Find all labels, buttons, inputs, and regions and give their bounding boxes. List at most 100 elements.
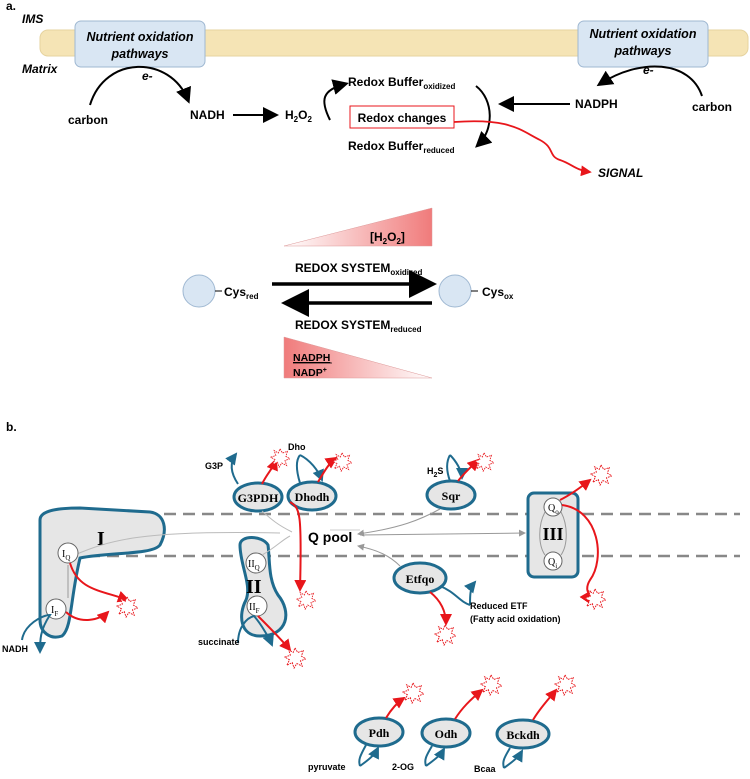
system-reduced-label: REDOX SYSTEMreduced <box>295 318 422 334</box>
left-electron-label: e- <box>142 69 153 83</box>
sqr-enzyme <box>425 479 477 511</box>
carbon-right: carbon <box>692 100 732 114</box>
buffer-loop-right <box>475 85 493 148</box>
buffer-reduced: Redox Bufferreduced <box>348 139 455 155</box>
nadph-gradient <box>283 336 433 379</box>
bckdh-label: Bckdh <box>506 728 540 742</box>
h2o2-gradient <box>283 207 433 247</box>
ros-burst-odh <box>480 674 502 696</box>
nadh-label: NADH <box>190 108 225 122</box>
panel-a-label: a. <box>6 0 16 13</box>
cys-ox-label: Cysox <box>482 285 514 301</box>
iq-ros-arrow <box>69 562 130 603</box>
h2s-flow-arrow <box>449 454 468 480</box>
pdh-label: Pdh <box>369 726 390 740</box>
q-pool-label: Q pool <box>308 529 352 545</box>
buffer-oxidized: Redox Bufferoxidized <box>348 75 455 91</box>
ros-burst-bckdh <box>554 674 576 696</box>
dho-flow-arrow <box>299 454 324 482</box>
ros-burst-dhodh-matrix <box>296 590 316 610</box>
pyruvate-flow <box>358 744 367 767</box>
ros-burst-iii-ims <box>590 464 612 486</box>
h2o2-gradient-label: [H2O2] <box>370 230 405 246</box>
two-og-flow <box>424 745 433 767</box>
succinate-label: succinate <box>198 637 240 647</box>
right-electron-label: e- <box>643 63 654 77</box>
bcaa-flow-arrow <box>503 749 523 769</box>
h2s-flow <box>446 454 451 482</box>
etfqo-q-path <box>357 543 401 567</box>
complex-III-label: III <box>542 524 563 544</box>
if-label: IF <box>51 605 58 618</box>
etfqo-ros-arrow <box>429 591 452 626</box>
right-pathway-line1: Nutrient oxidation <box>590 27 697 41</box>
nadh-flow-arrow <box>21 613 52 654</box>
qo-site <box>543 497 563 517</box>
complex-II-label: II <box>246 576 262 598</box>
g3p-flow-arrow <box>225 452 239 485</box>
etfqo-enzyme <box>392 561 448 595</box>
dho-flow <box>296 454 301 484</box>
qi-label: Qi <box>548 557 557 570</box>
bcaa-flow <box>502 747 511 769</box>
redox-changes-label: Redox changes <box>358 111 447 125</box>
iq-label: IQ <box>62 549 70 562</box>
pdh-enzyme <box>353 716 405 748</box>
ims-label: IMS <box>22 12 43 26</box>
g3pdh-enzyme <box>232 481 284 513</box>
h2s-label: H2S <box>427 466 443 479</box>
succinate-flow-arrow <box>237 614 274 647</box>
left-pathway-line1: Nutrient oxidation <box>87 30 194 44</box>
bcaa-label: Bcaa <box>474 764 497 774</box>
iif-site <box>246 595 268 617</box>
fatty-acid-label: (Fatty acid oxidation) <box>470 614 561 624</box>
qi-site <box>543 551 563 571</box>
iiq-label: IIQ <box>248 559 260 572</box>
two-og-flow-arrow <box>425 747 445 767</box>
reduced-etf-label: Reduced ETF <box>470 601 528 611</box>
h2o2-label: H2O2 <box>285 108 312 124</box>
complex-II-q-path <box>261 535 291 556</box>
etf-flow-arrow <box>463 580 477 606</box>
pyruvate-flow-arrow <box>359 746 379 767</box>
matrix-label: Matrix <box>22 62 59 76</box>
sqr-label: Sqr <box>442 489 461 503</box>
iif-ros-arrow <box>257 615 292 652</box>
qo-ros-matrix-arrow <box>561 504 599 604</box>
dho-label: Dho <box>288 442 306 452</box>
g3pdh-label: G3PDH <box>238 491 279 505</box>
etfqo-label: Etfqo <box>406 572 435 586</box>
system-oxidized-label: REDOX SYSTEMoxidized <box>295 261 422 277</box>
if-ros-arrow <box>65 610 110 624</box>
ros-burst-iq <box>116 596 138 618</box>
dhodh-enzyme <box>286 480 338 512</box>
pyruvate-label: pyruvate <box>308 762 346 772</box>
cys-red-circle <box>182 274 216 308</box>
qo-ros-ims-arrow <box>559 478 592 501</box>
g3pdh-q-path <box>261 510 293 533</box>
bckdh-enzyme <box>495 718 551 750</box>
redox-changes-box <box>349 105 455 129</box>
complex-I-label: I <box>97 528 105 550</box>
dhodh-label: Dhodh <box>295 490 330 504</box>
nadph-label: NADPH <box>575 97 618 111</box>
nadp-ratio-label: NADP+ <box>293 367 327 379</box>
panel-b-label: b. <box>6 420 17 434</box>
ros-burst-sqr <box>474 452 494 472</box>
nadph-ratio-label: NADPH <box>293 352 330 364</box>
complex-I-q-path <box>71 531 281 557</box>
g3p-label: G3P <box>205 461 223 471</box>
odh-label: Odh <box>435 727 458 741</box>
odh-ros-arrow <box>454 688 484 720</box>
carbon-left: carbon <box>68 113 108 127</box>
complex-I <box>38 506 166 639</box>
bckdh-ros-arrow <box>532 688 558 721</box>
left-electron-arrow <box>89 65 191 106</box>
ros-burst-dhodh <box>332 452 352 472</box>
dhodh-ros-arrow <box>317 456 338 483</box>
dhodh-matrix-ros-arrow <box>289 501 307 592</box>
signal-arrow <box>453 120 592 177</box>
q-pool-to-III <box>359 529 526 537</box>
pdh-ros-arrow <box>385 696 406 719</box>
iiq-site <box>245 552 267 574</box>
